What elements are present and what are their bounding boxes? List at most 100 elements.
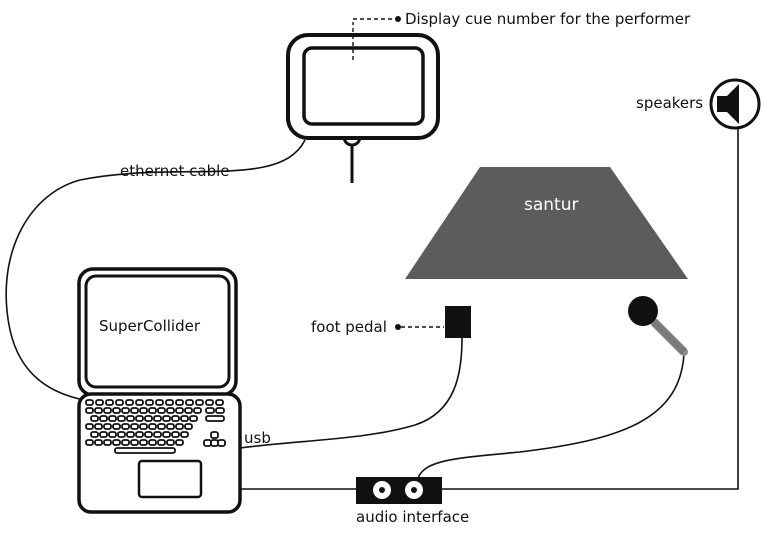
keyboard-key (130, 439, 139, 446)
keyboard-key (121, 439, 130, 446)
keyboard-key (85, 439, 94, 446)
keyboard-key (166, 407, 175, 414)
santur-label: santur (524, 195, 578, 215)
keyboard-key (103, 439, 112, 446)
keyboard-key (112, 407, 121, 414)
display-callout (352, 16, 401, 60)
ethernet-cable (5, 139, 306, 401)
usb-cable (239, 337, 463, 449)
keyboard-key (112, 423, 121, 430)
keyboard-key (217, 439, 226, 447)
keyboard-key (155, 399, 164, 406)
keyboard-key (153, 415, 162, 422)
keyboard-key (130, 407, 139, 414)
keyboard-key (175, 407, 184, 414)
mic-cable (417, 353, 685, 479)
keyboard-key (99, 415, 108, 422)
audio-interface-label: audio interface (356, 508, 469, 526)
keyboard-key (144, 431, 153, 438)
keyboard-key (165, 399, 174, 406)
keyboard-key (121, 423, 130, 430)
keyboard-key (184, 423, 193, 430)
keyboard (85, 399, 226, 454)
keyboard-key (180, 431, 189, 438)
keyboard-key (130, 423, 139, 430)
laptop-icon (77, 267, 242, 514)
keyboard-key (139, 423, 148, 430)
cables (5, 128, 739, 490)
keyboard-key (148, 423, 157, 430)
keyboard-key (175, 423, 184, 430)
keyboard-key (139, 407, 148, 414)
keyboard-key (99, 431, 108, 438)
keyboard-key (144, 415, 153, 422)
keyboard-key (171, 431, 180, 438)
keyboard-key (148, 439, 157, 446)
keyboard-key (189, 415, 198, 422)
keyboard-key (162, 431, 171, 438)
keyboard-key (135, 399, 144, 406)
keyboard-key (162, 415, 171, 422)
foot-pedal-label: foot pedal (311, 318, 387, 336)
keyboard-key (205, 415, 225, 422)
keyboard-key (103, 407, 112, 414)
keyboard-key (166, 423, 175, 430)
keyboard-key (205, 399, 214, 406)
keyboard-key (203, 439, 212, 447)
keyboard-key (193, 407, 202, 414)
santur-instrument: santur (405, 167, 688, 279)
keyboard-key (215, 407, 225, 414)
usb-label: usb (244, 429, 271, 447)
speaker-icon (709, 78, 761, 130)
supercollider-label: SuperCollider (99, 317, 201, 335)
keyboard-key (85, 423, 94, 430)
keyboard-key (115, 399, 124, 406)
speakers-label: speakers (636, 94, 703, 112)
keyboard-key (126, 415, 135, 422)
keyboard-key (175, 439, 184, 446)
keyboard-key (117, 431, 126, 438)
keyboard-key (95, 399, 104, 406)
keyboard-key (125, 399, 134, 406)
keyboard-key (184, 407, 193, 414)
display-cue-label: Display cue number for the performer (405, 10, 691, 28)
keyboard-key (94, 423, 103, 430)
keyboard-key (117, 415, 126, 422)
keyboard-key (108, 415, 117, 422)
speaker-cable (442, 128, 739, 490)
keyboard-key (85, 399, 94, 406)
keyboard-key (166, 439, 175, 446)
ethernet-cable-label: ethernet cable (120, 162, 230, 180)
keyboard-key (145, 399, 154, 406)
keyboard-key (114, 447, 176, 454)
keyboard-key (135, 431, 144, 438)
keyboard-key (94, 407, 103, 414)
keyboard-key (85, 407, 94, 414)
keyboard-key (180, 415, 189, 422)
keyboard-key (185, 399, 194, 406)
keyboard-key (215, 399, 224, 406)
keyboard-key (103, 423, 112, 430)
audio-interface-icon (356, 477, 442, 504)
keyboard-key (157, 439, 166, 446)
keyboard-key (108, 431, 117, 438)
keyboard-key (205, 407, 215, 414)
tablet-display-icon (286, 33, 440, 183)
keyboard-key (157, 423, 166, 430)
keyboard-key (112, 439, 121, 446)
keyboard-key (105, 399, 114, 406)
keyboard-key (171, 415, 180, 422)
keyboard-key (121, 407, 130, 414)
keyboard-key (139, 439, 148, 446)
keyboard-key (126, 431, 135, 438)
trackpad (137, 459, 203, 499)
keyboard-key (175, 399, 184, 406)
keyboard-key (148, 407, 157, 414)
keyboard-key (210, 439, 219, 447)
keyboard-key (90, 415, 99, 422)
keyboard-key (157, 407, 166, 414)
keyboard-key (135, 415, 144, 422)
foot-pedal-icon (445, 306, 471, 338)
